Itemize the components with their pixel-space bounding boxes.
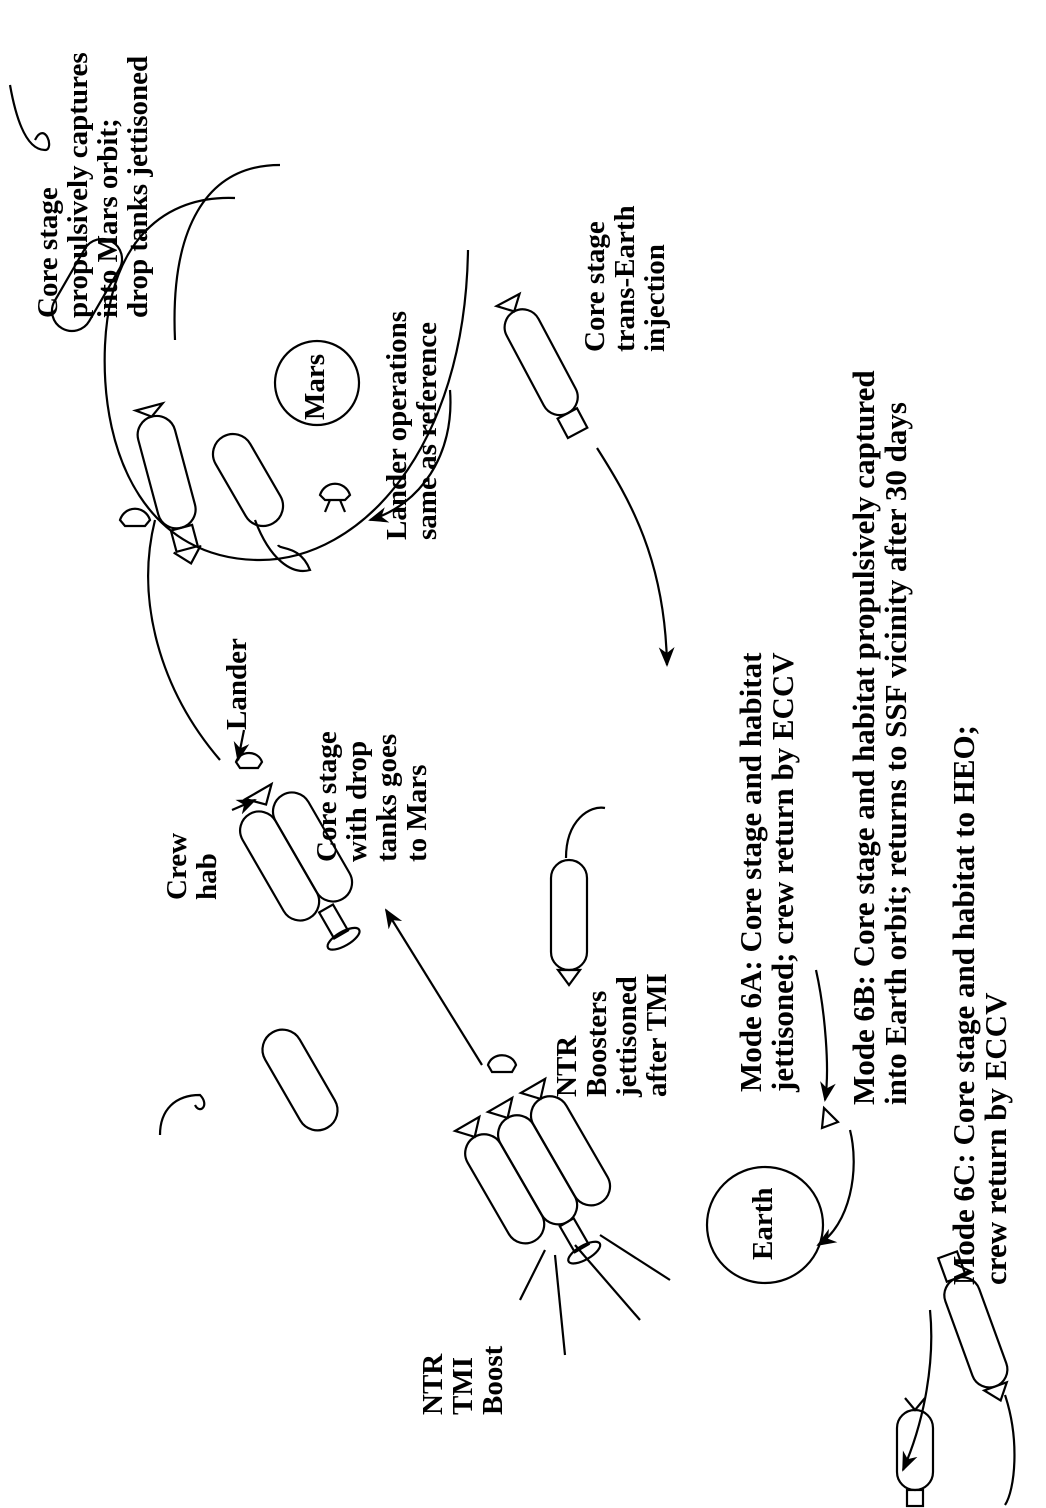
trans-earth-trajectory-arc — [596, 447, 675, 667]
ntr-boosters-line-2: Boosters — [581, 990, 613, 1097]
mars-line: Mars — [299, 353, 331, 420]
drop-tanks-line-4: to Mars — [401, 764, 433, 862]
drop-tanks-line-1: Core stage — [311, 731, 343, 862]
mars-label: Mars — [299, 353, 331, 420]
mode-6c-line-2: crew return by ECCV — [978, 992, 1013, 1285]
capture-trajectory-arc — [173, 163, 281, 341]
jettisoned-booster — [549, 858, 589, 972]
trans-earth-label: Core stage trans-Earth injection — [579, 205, 671, 352]
mode-6a-label: Mode 6A: Core stage and habitat jettison… — [733, 652, 800, 1092]
mode-6b-line-1: Mode 6B: Core stage and habitat propulsi… — [846, 370, 881, 1105]
lander-ops-line-2: same as reference — [411, 322, 443, 540]
mars-capture-label: Core stage propulsively captures into Ma… — [32, 52, 154, 318]
mars-orbit-arc — [103, 196, 470, 562]
core-stage-drop-tanks-label: Core stage with drop tanks goes to Mars — [311, 731, 433, 862]
mars-planet — [273, 339, 361, 427]
ntr-tmi-boost-line-1: NTR — [417, 1353, 449, 1415]
tank-curl-2 — [253, 519, 312, 572]
ntr-tmi-boost-line-3: Boost — [477, 1345, 509, 1415]
mars-capture-line-2: propulsively captures — [62, 52, 94, 318]
drop-tanks-line-2: with drop — [341, 740, 373, 862]
ntr-boosters-line-1: NTR — [551, 1035, 583, 1097]
mode-6a-line-2: jettisoned; crew return by ECCV — [765, 652, 800, 1092]
earth-label: Earth — [747, 1187, 779, 1261]
jettisoned-tank-mars-1 — [50, 237, 124, 333]
lander-symbol-mars-capture — [118, 507, 152, 528]
crew-hab-line-2: hab — [191, 853, 223, 900]
exhaust-plume-1 — [553, 1254, 567, 1356]
core-stage-mars-vehicle — [132, 401, 202, 565]
mars-capture-line-1: Core stage — [32, 187, 64, 318]
ntr-boosters-label: NTR Boosters jettisoned after TMI — [551, 973, 673, 1097]
lander-callout-arrow — [233, 729, 250, 762]
lander-ops-label: Lander operations same as reference — [381, 310, 443, 540]
earth-line: Earth — [747, 1187, 779, 1261]
trans-earth-line-3: injection — [639, 244, 671, 352]
booster-nozzle — [555, 968, 583, 987]
mode-6b-label: Mode 6B: Core stage and habitat propulsi… — [846, 370, 913, 1105]
jettisoned-tank-mars-2 — [211, 432, 285, 528]
mode-6a-line-1: Mode 6A: Core stage and habitat — [733, 652, 768, 1092]
returned-core-stage-vehicle — [895, 1397, 935, 1508]
tank-curl-1 — [8, 84, 51, 152]
mode-6c-curl — [1003, 1394, 1016, 1506]
mode-6c-line-1: Mode 6C: Core stage and habitat to HEO; — [946, 725, 981, 1285]
mars-capture-line-4: drop tanks jettisoned — [122, 55, 154, 318]
mars-capture-line-3: into Mars orbit; — [92, 118, 124, 318]
trans-earth-line-2: trans-Earth — [609, 205, 641, 352]
lander-symbol-tmi — [486, 1054, 518, 1074]
lander-label: Lander — [221, 638, 253, 730]
lander-ops-line-1: Lander operations — [381, 310, 413, 540]
exhaust-plume-3 — [599, 1234, 671, 1281]
outbound-trajectory-arc — [147, 519, 221, 761]
core-stage-trans-earth-vehicle — [493, 291, 589, 440]
ntr-tmi-boost-line-2: TMI — [447, 1357, 479, 1415]
mode-6b-line-2: into Earth orbit; returns to SSF vicinit… — [878, 402, 913, 1105]
crew-hab-label: Crew hab — [161, 832, 223, 900]
earth-return-arrow — [816, 1129, 855, 1247]
crew-hab-line-1: Crew — [161, 832, 193, 900]
exhaust-plume-2 — [574, 1244, 641, 1321]
ntr-boosters-line-3: jettisoned — [611, 976, 643, 1097]
lander-symbol-mars — [318, 482, 352, 513]
mode-6c-arrow — [901, 1309, 933, 1472]
mode-6a-module — [820, 1105, 840, 1130]
mode-6a-arrow — [814, 969, 836, 1102]
earth-planet — [705, 1165, 825, 1285]
mode-6c-vehicle — [936, 1249, 1009, 1403]
ntr-tmi-boost-label: NTR TMI Boost — [417, 1345, 509, 1415]
mode-6c-label: Mode 6C: Core stage and habitat to HEO; … — [946, 725, 1013, 1285]
exhaust-plume-4 — [519, 1249, 546, 1301]
tmi-arrow — [384, 908, 483, 1066]
drop-tanks-line-3: tanks goes — [371, 733, 403, 862]
tmi-boost-vehicle — [452, 1076, 612, 1265]
lander-line: Lander — [221, 638, 253, 730]
booster-curl — [564, 806, 606, 859]
core-stage-with-drop-tanks-vehicle — [239, 781, 361, 951]
trans-earth-line-1: Core stage — [579, 221, 611, 352]
lander-descent-arc — [368, 389, 452, 523]
ntr-boosters-line-4: after TMI — [641, 973, 673, 1097]
jettisoned-tank-earth — [261, 1028, 339, 1132]
tank-curl-3 — [158, 1093, 206, 1136]
lander-symbol-outbound — [234, 751, 264, 770]
